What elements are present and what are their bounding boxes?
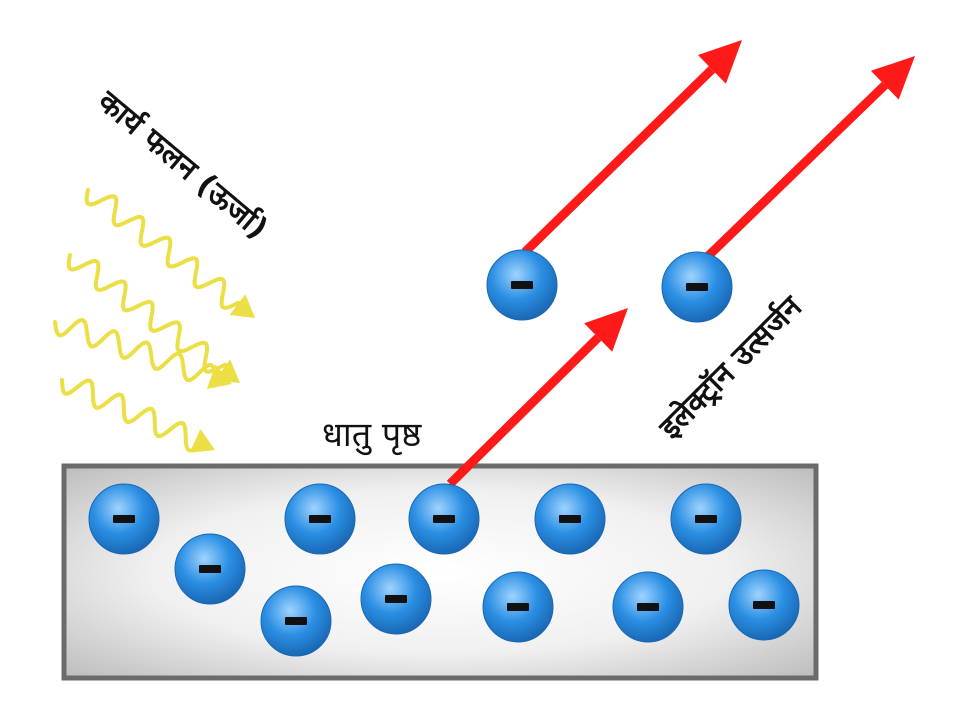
- minus-sign: [753, 601, 775, 609]
- emission-arrow-shaft: [521, 66, 716, 256]
- electron: [260, 585, 332, 657]
- electron: [612, 571, 684, 643]
- emission-arrows: [446, 40, 915, 488]
- minus-sign: [285, 617, 307, 625]
- light-wave: [84, 188, 241, 310]
- minus-sign: [695, 515, 717, 523]
- electron: [408, 483, 480, 555]
- minus-sign: [199, 565, 221, 573]
- minus-sign: [433, 515, 455, 523]
- electron: [360, 563, 432, 635]
- electron: [174, 533, 246, 605]
- electron: [88, 483, 160, 555]
- electrons: [88, 249, 800, 657]
- emitted-electron: [661, 251, 733, 323]
- minus-sign: [511, 281, 533, 289]
- metal-surface-label: धातु पृष्ठ: [322, 415, 422, 456]
- light-wave: [66, 253, 228, 374]
- minus-sign: [559, 515, 581, 523]
- emission-arrow-shaft: [698, 81, 888, 266]
- emission-arrowhead: [584, 308, 628, 352]
- light-arrowhead: [229, 294, 255, 318]
- incident-light: [53, 188, 255, 453]
- minus-sign: [385, 595, 407, 603]
- minus-sign: [113, 515, 135, 523]
- light-arrowhead: [206, 364, 232, 389]
- light-wave: [60, 378, 193, 453]
- minus-sign: [309, 515, 331, 523]
- emission-arrow-shaft: [446, 334, 602, 488]
- emitted-electron: [486, 249, 558, 321]
- emission-arrowhead: [698, 40, 742, 84]
- light-arrowhead: [189, 429, 215, 453]
- minus-sign: [686, 283, 708, 291]
- minus-sign: [637, 603, 659, 611]
- light-wave: [53, 317, 215, 383]
- electron: [482, 571, 554, 643]
- work-function-label: कार्य फलन (ऊर्जा): [90, 83, 275, 246]
- electron: [670, 483, 742, 555]
- minus-sign: [507, 603, 529, 611]
- electron: [534, 483, 606, 555]
- emission-arrowhead: [870, 56, 915, 100]
- electron: [284, 483, 356, 555]
- electron: [728, 569, 800, 641]
